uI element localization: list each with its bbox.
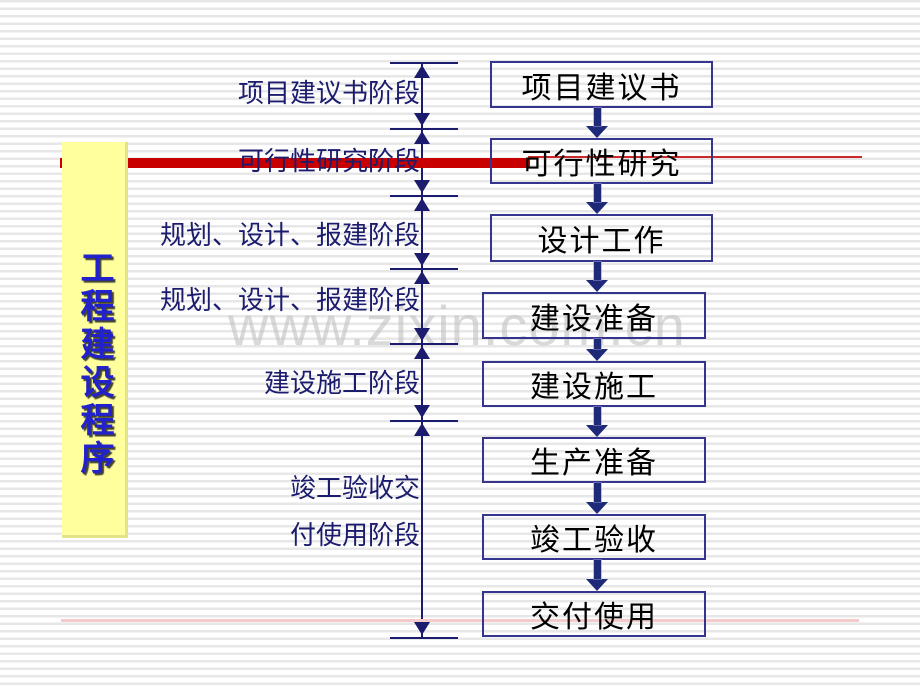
- banner-title: 工程建设程序: [75, 250, 112, 478]
- stage-label-feasibility: 可行性研究阶段: [237, 147, 420, 176]
- flow-box-label: 竣工验收: [530, 524, 658, 557]
- dim-arrow-down-icon: [414, 622, 430, 635]
- vertical-banner: 工程建设程序: [62, 142, 128, 538]
- flow-box-feasibility: 可行性研究: [490, 138, 713, 184]
- flow-arrow-icon: [586, 406, 608, 437]
- flow-box-completion-acceptance: 竣工验收: [482, 514, 706, 560]
- stage-label-construction: 建设施工阶段: [263, 369, 420, 398]
- dimension-tick: [390, 62, 458, 64]
- dim-arrow-down-icon: [414, 253, 430, 266]
- stage-label-planning-design-1: 规划、设计、报建阶段: [159, 221, 420, 250]
- flow-box-label: 生产准备: [530, 447, 658, 480]
- flow-arrow-icon: [586, 559, 608, 591]
- dim-arrow-down-icon: [414, 113, 430, 126]
- dimension-tick: [390, 195, 458, 197]
- flow-box-design-work: 设计工作: [490, 214, 713, 262]
- flow-box-label: 交付使用: [530, 601, 658, 634]
- dimension-tick: [390, 420, 458, 422]
- stage-label-acceptance-line1: 竣工验收交: [289, 474, 420, 503]
- stage-label-acceptance-line2: 付使用阶段: [289, 521, 420, 550]
- dim-arrow-up-icon: [414, 65, 430, 78]
- dimension-tick: [390, 128, 458, 130]
- dim-arrow-up-icon: [414, 271, 430, 284]
- stage-label-project-proposal: 项目建议书阶段: [237, 79, 420, 108]
- dimension-tick: [390, 343, 458, 345]
- pink-underline: [61, 619, 859, 622]
- dim-arrow-up-icon: [414, 346, 430, 359]
- dimension-tick: [390, 637, 458, 639]
- watermark-text: www.zixin.com.cn: [228, 294, 686, 357]
- flow-box-construction: 建设施工: [482, 361, 706, 407]
- flow-arrow-icon: [586, 482, 608, 514]
- flow-arrow-icon: [586, 338, 608, 361]
- dim-arrow-up-icon: [414, 131, 430, 144]
- flow-box-construction-prep: 建设准备: [482, 292, 706, 339]
- flow-box-label: 可行性研究: [521, 148, 682, 181]
- flow-arrow-icon: [586, 107, 608, 138]
- stage-label-planning-design-2: 规划、设计、报建阶段: [159, 286, 420, 315]
- flow-arrow-icon: [586, 261, 608, 292]
- flow-box-project-proposal: 项目建议书: [490, 61, 713, 108]
- flow-box-label: 建设准备: [530, 302, 658, 336]
- flow-box-production-prep: 生产准备: [482, 437, 706, 483]
- flow-box-label: 设计工作: [537, 225, 666, 258]
- red-accent-bar: [60, 158, 530, 168]
- dim-arrow-up-icon: [414, 423, 430, 436]
- dim-arrow-down-icon: [414, 180, 430, 193]
- dim-arrow-up-icon: [414, 198, 430, 211]
- flow-box-label: 项目建议书: [521, 71, 682, 105]
- flow-box-handover: 交付使用: [482, 591, 706, 637]
- dimension-tick: [390, 268, 458, 270]
- flow-box-label: 建设施工: [530, 371, 658, 404]
- flow-arrow-icon: [586, 183, 608, 214]
- dim-arrow-down-icon: [414, 405, 430, 418]
- dim-arrow-down-icon: [414, 328, 430, 341]
- thin-red-line: [528, 156, 862, 158]
